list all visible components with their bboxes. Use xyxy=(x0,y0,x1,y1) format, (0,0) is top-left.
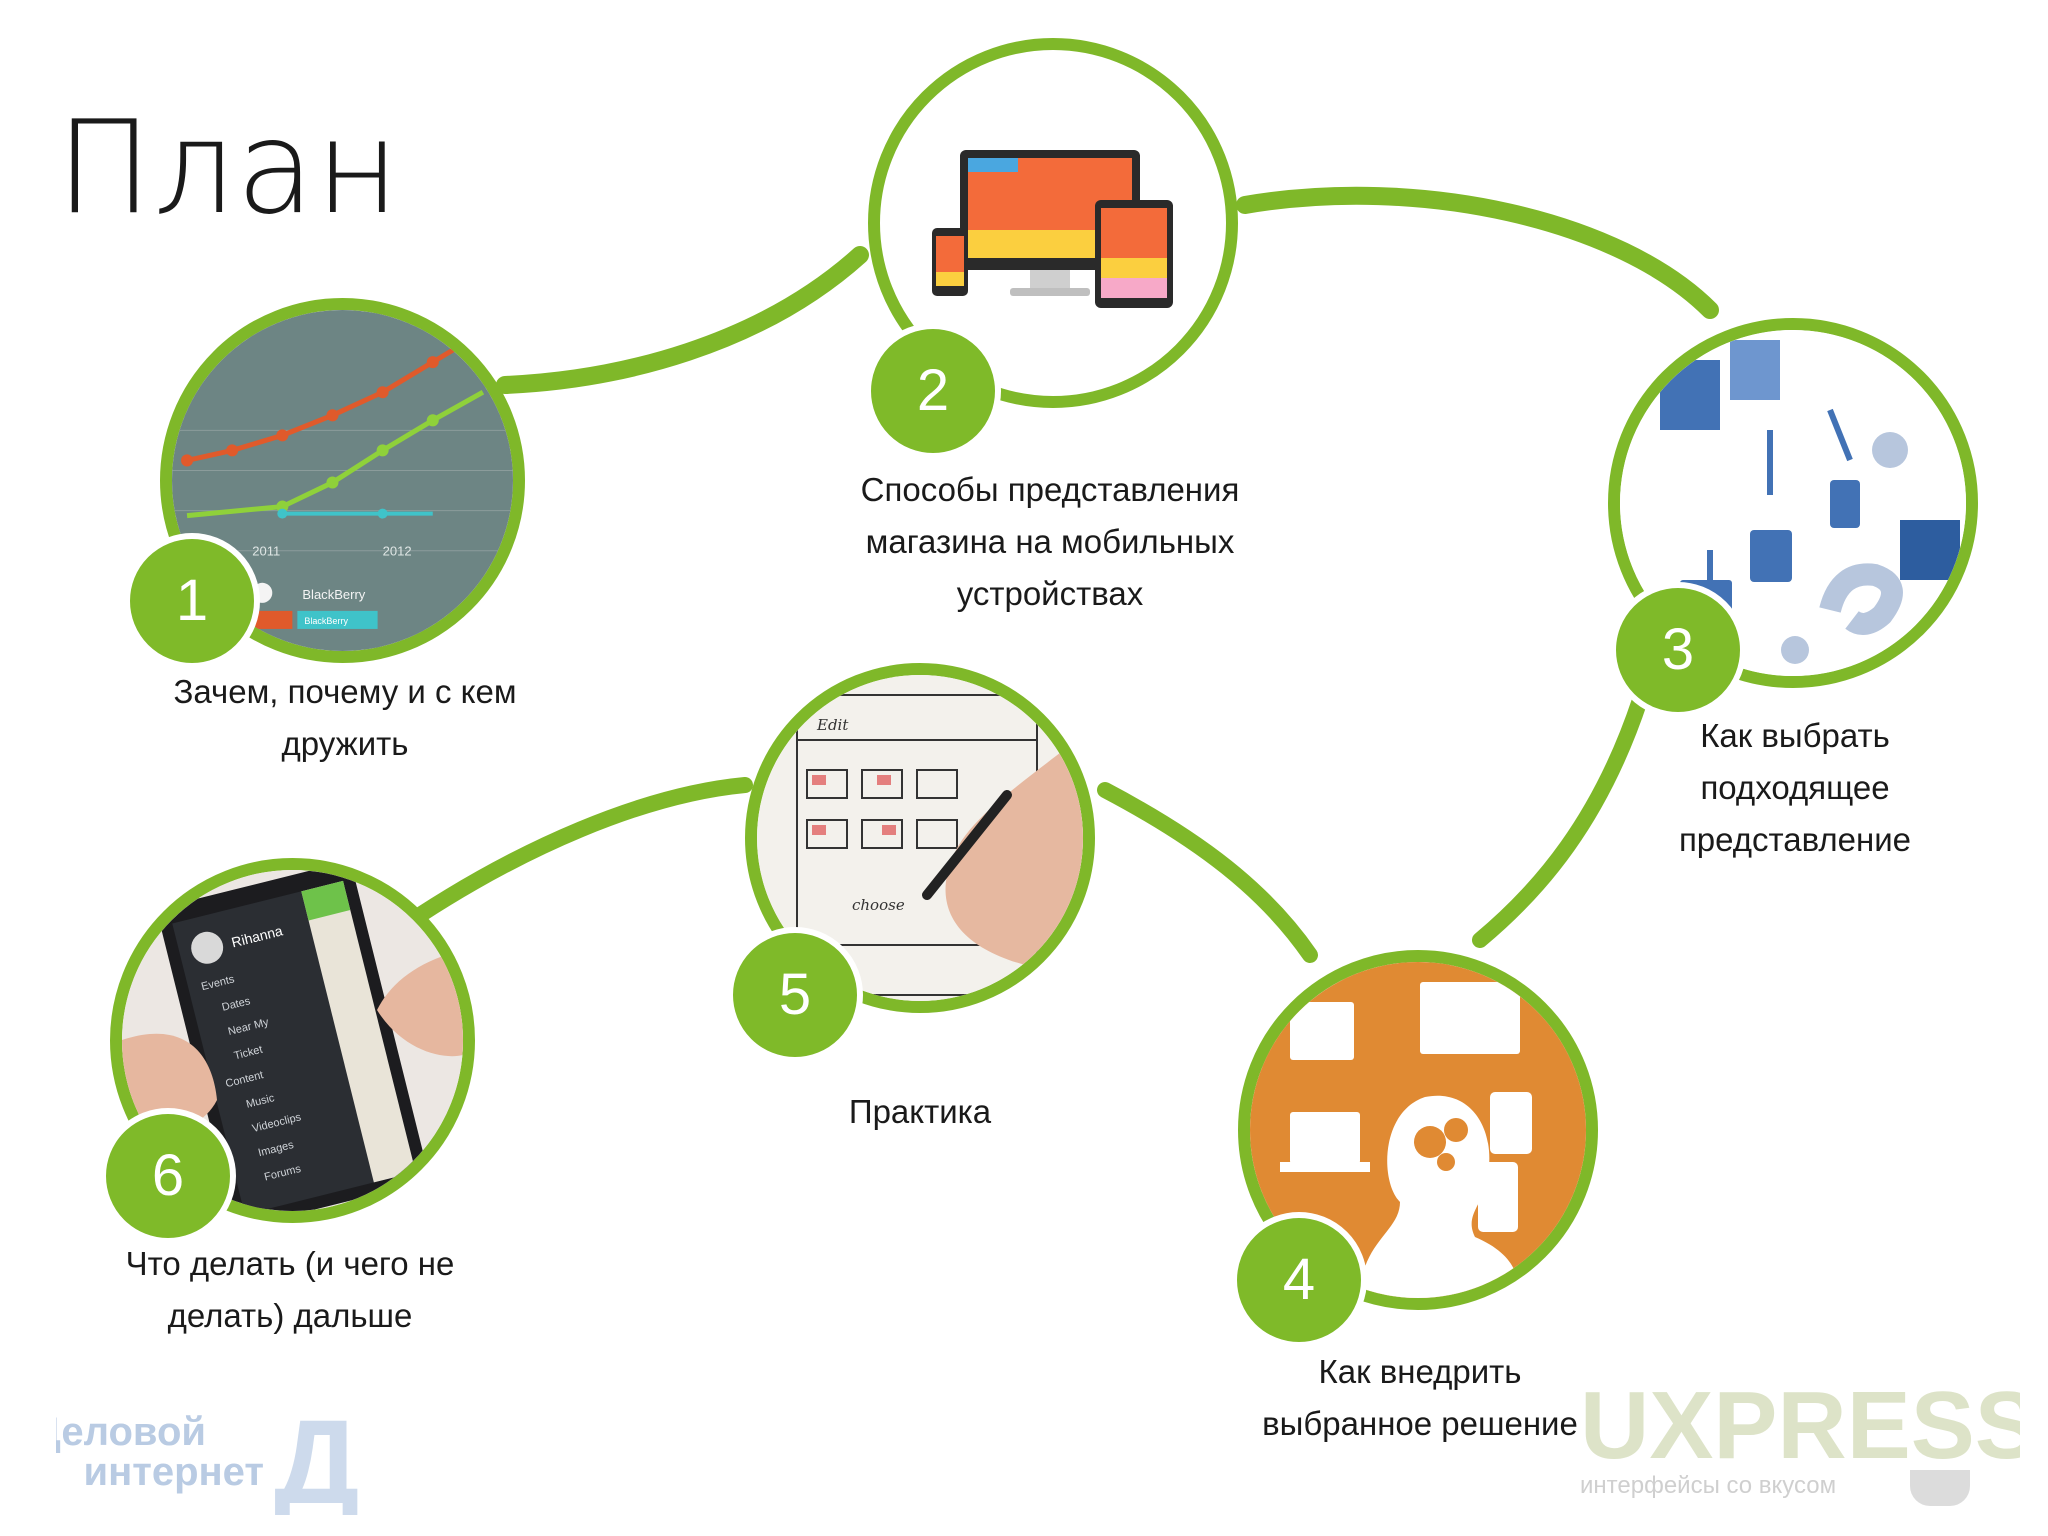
chart-thumb-year-1: 2011 xyxy=(252,544,280,559)
page-title: План xyxy=(56,94,401,243)
sketching-illustration: Edit choose xyxy=(757,675,1083,1001)
chart-thumb-year-2: 2012 xyxy=(383,544,412,559)
svg-text:UXPRESSO: UXPRESSO xyxy=(1580,1380,2020,1479)
step-5-caption: Практика xyxy=(848,1093,992,1130)
step-6-caption: Что делать (и чего не делать) дальше xyxy=(125,1245,455,1334)
svg-text:интерфейсы со вкусом: интерфейсы со вкусом xyxy=(1580,1472,1836,1499)
step-2-badge: 2 xyxy=(865,323,1001,459)
step-1-caption: Зачем, почему и с кем дружить xyxy=(173,673,517,762)
svg-text:Деловой: Деловой xyxy=(56,1410,206,1454)
step-6-badge: 6 xyxy=(100,1108,236,1244)
uxpresso-logo: UXPRESSO интерфейсы со вкусом xyxy=(1580,1380,2020,1506)
step-4-image xyxy=(1238,950,1598,1310)
step-3-image xyxy=(1608,318,1978,688)
svg-text:интернет: интернет xyxy=(84,1450,265,1494)
step-2-caption: Способы представления магазина на мобиль… xyxy=(860,471,1240,612)
step-5-badge: 5 xyxy=(727,927,863,1063)
cup-icon xyxy=(1910,1470,1970,1506)
svg-text:Д: Д xyxy=(274,1395,360,1515)
chart-thumb-brand: BlackBerry xyxy=(302,587,365,602)
chart-thumb-brand-tag: BlackBerry xyxy=(304,616,348,626)
sketch-word-bottom: choose xyxy=(852,896,905,914)
step-3-badge: 3 xyxy=(1610,582,1746,718)
connected-devices-illustration xyxy=(1250,962,1586,1298)
devices-illustration xyxy=(932,150,1173,308)
step-1-badge: 1 xyxy=(124,533,260,669)
sketch-word-top: Edit xyxy=(816,716,849,734)
step-4-badge: 4 xyxy=(1231,1212,1367,1348)
step-3-caption: Как выбрать подходящее представление xyxy=(1678,717,1912,858)
delovoy-internet-logo: Деловой интернет Д xyxy=(56,1395,360,1515)
step-4-caption: Как внедрить выбранное решение xyxy=(1262,1353,1578,1442)
